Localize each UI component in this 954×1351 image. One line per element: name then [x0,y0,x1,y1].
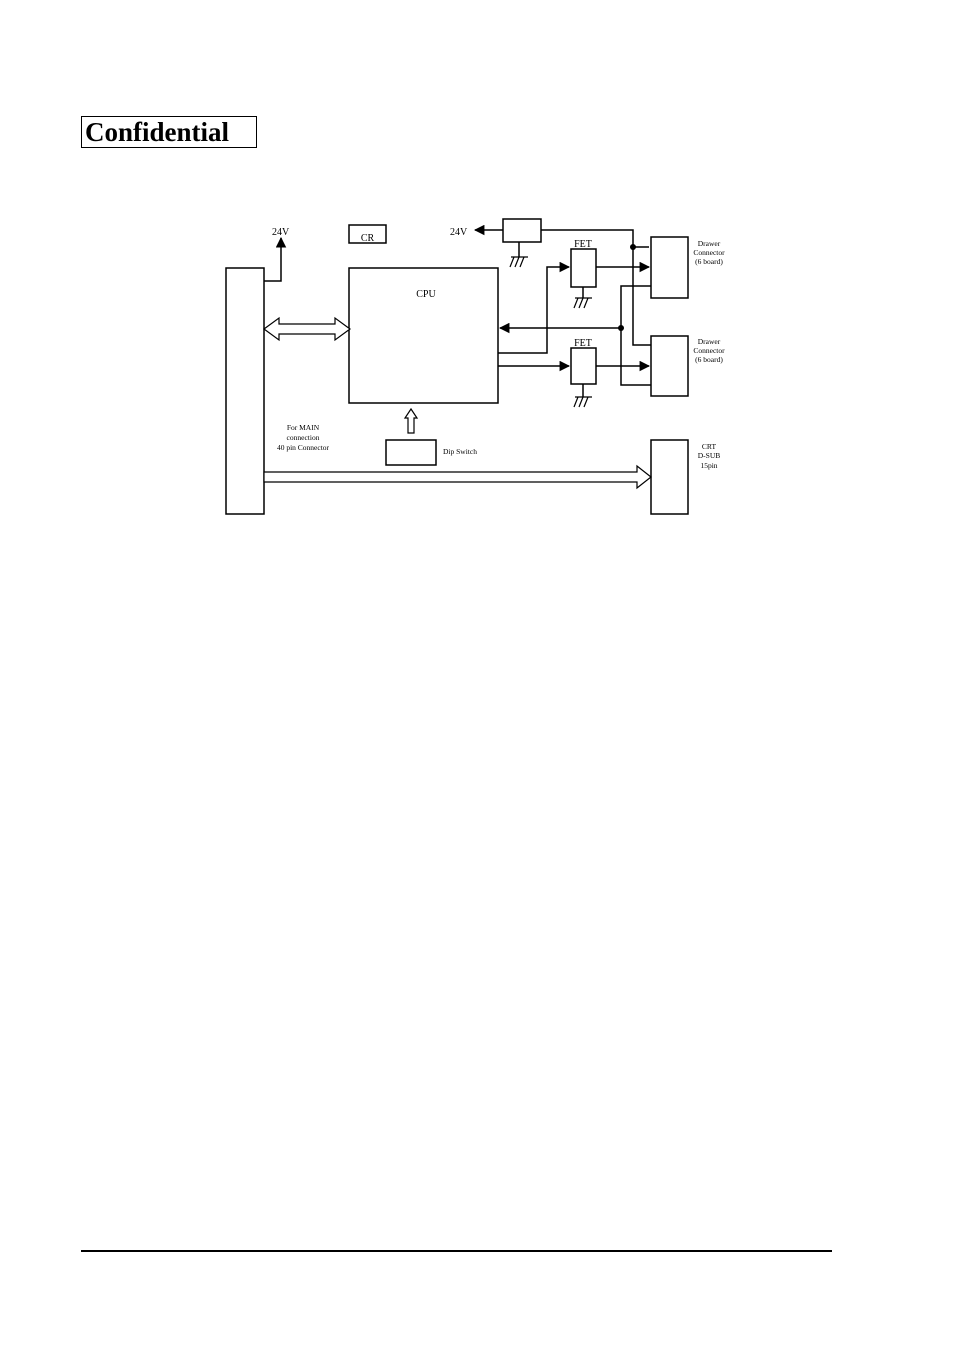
cr-label: CR [361,233,375,244]
drawer-top-label-3: (6 board) [695,257,723,266]
power-line-left [264,236,287,282]
main-connector-label-2: connection [287,433,320,442]
power-label-right: 24V [450,227,468,238]
regulator-block [502,218,542,243]
ground-icon [573,297,592,309]
fet-top-block [570,248,597,288]
cpu-block [348,267,499,404]
drawer-top-label-1: Drawer [698,239,721,248]
cpu-label: CPU [416,289,436,300]
fet-top-label: FET [574,239,592,250]
crt-label-2: D-SUB [698,451,721,460]
crt-label-3: 15pin [700,461,717,470]
confidential-stamp: Confidential [81,116,257,148]
bus-double-arrow [262,316,352,342]
fet-bottom-block [570,347,597,385]
ground-icon [573,396,592,408]
power-label-left: 24V [272,227,290,238]
dip-switch-label: Dip Switch [443,447,477,456]
cr-block [348,224,387,244]
fet-bottom-label: FET [574,338,592,349]
drawer-bottom-label-2: Connector [693,346,725,355]
main-connector-label-1: For MAIN [287,423,320,432]
drawer-top-label-2: Connector [693,248,725,257]
dip-switch-block [385,439,437,466]
drawer-connector-top [650,236,689,299]
main-connector-block [225,267,265,515]
drawer-connector-bottom [650,335,689,397]
drawer-bottom-label-3: (6 board) [695,355,723,364]
footer-rule [81,1250,832,1252]
crt-label-1: CRT [702,442,717,451]
video-bus-arrow [263,464,652,490]
ground-icon [509,256,528,268]
main-connector-label-3: 40 pin Connector [277,443,330,452]
dip-to-cpu-arrow [403,407,419,434]
drawer-bottom-label-1: Drawer [698,337,721,346]
crt-connector [650,439,689,515]
